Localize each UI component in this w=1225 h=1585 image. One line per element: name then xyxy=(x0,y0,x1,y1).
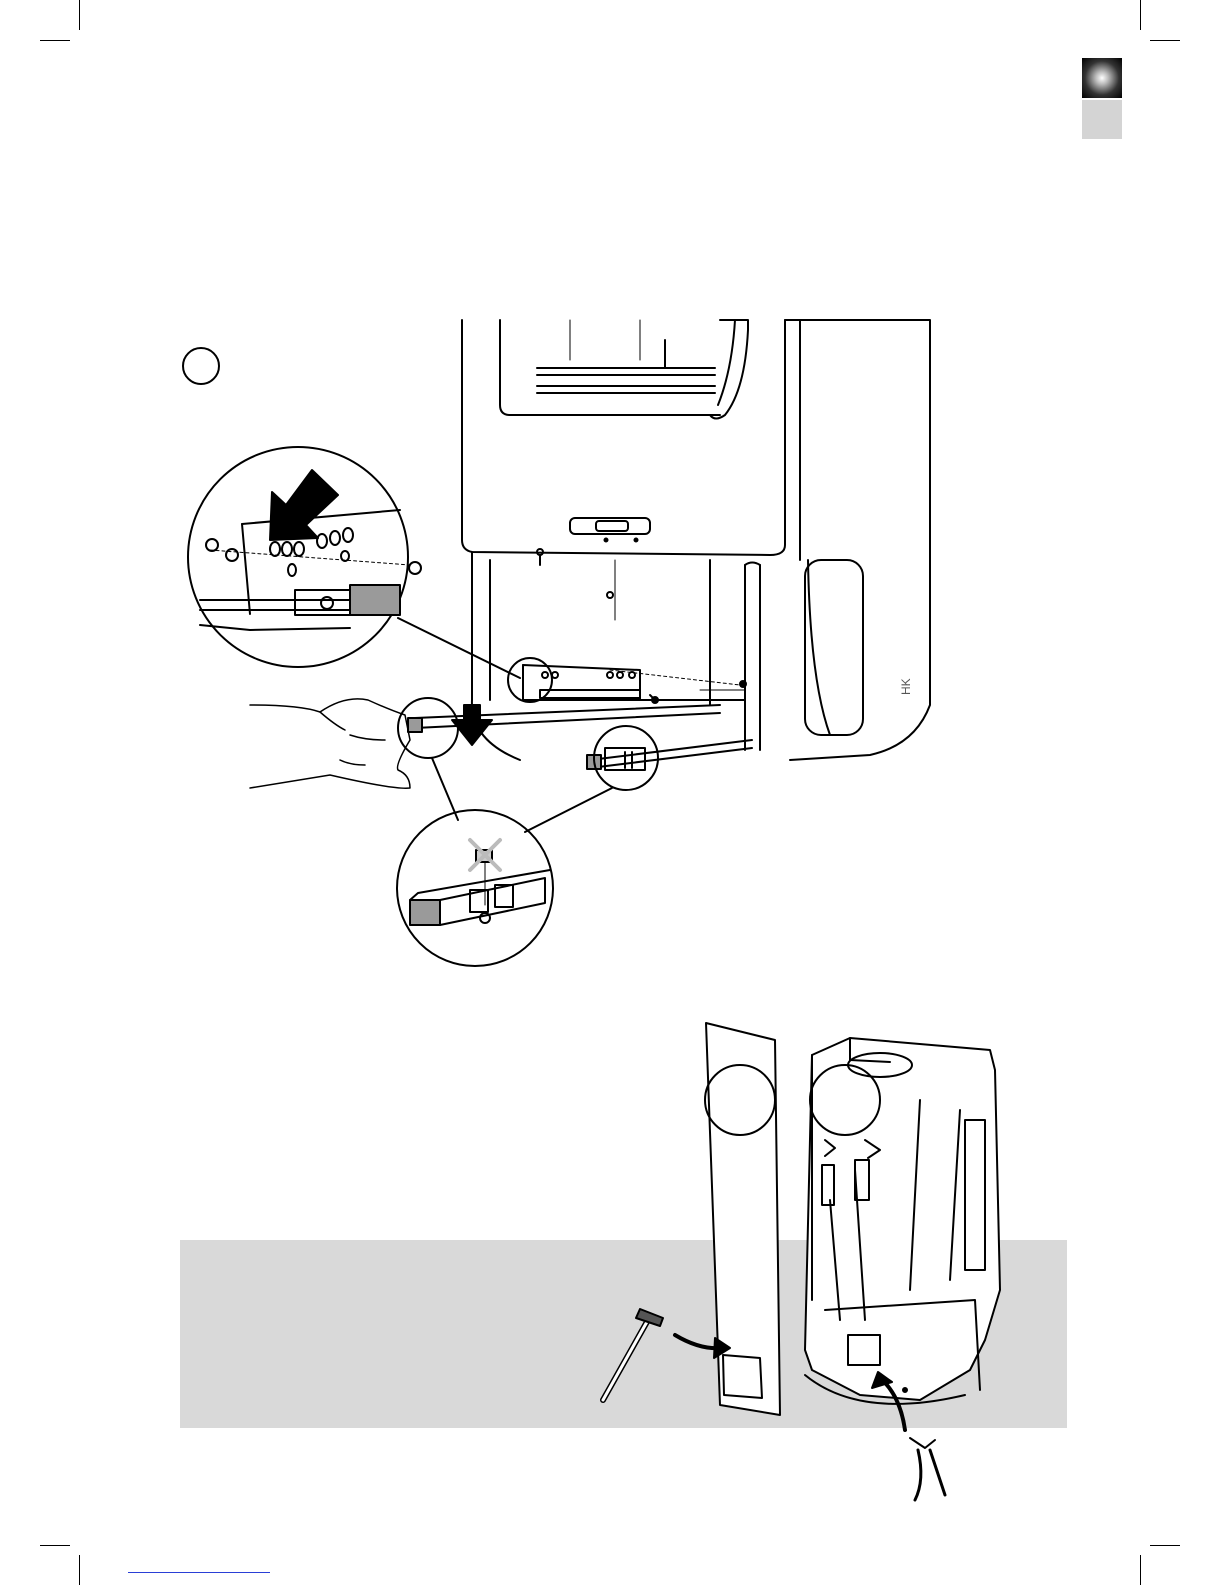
pliers-icon xyxy=(910,1438,945,1500)
stove-frame-illustration xyxy=(805,1038,1000,1404)
stove-badge: HK xyxy=(899,678,913,695)
stove-front-illustration: HK xyxy=(415,320,930,770)
zoom-detail-rail xyxy=(397,758,612,966)
hammer-icon xyxy=(603,1309,663,1400)
zoom-detail-bracket xyxy=(188,447,552,702)
footer-link-underline xyxy=(128,1572,270,1573)
hand-icon xyxy=(250,699,410,788)
